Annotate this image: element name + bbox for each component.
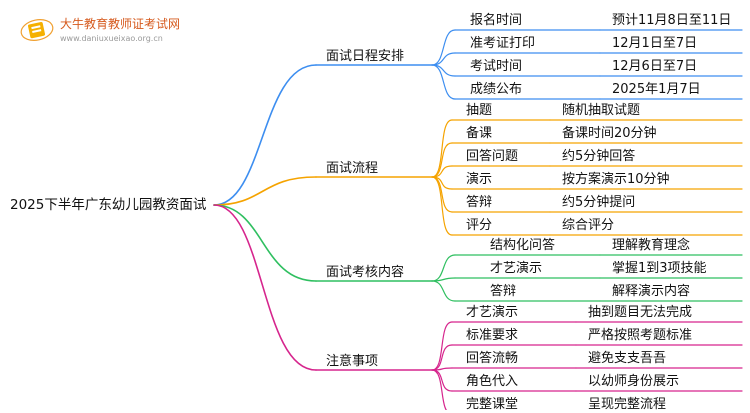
notes-item-label: 回答流畅 bbox=[466, 351, 519, 366]
connector-content-item bbox=[431, 254, 456, 282]
watermark-url: www.daniuxueixao.org.cn bbox=[60, 34, 163, 43]
connector-content-item bbox=[431, 280, 456, 302]
branch-content: 面试考核内容 bbox=[326, 265, 405, 280]
notes-item-value: 呈现完整流程 bbox=[588, 397, 667, 412]
content-item-value: 解释演示内容 bbox=[612, 284, 691, 299]
connector-process-item bbox=[431, 119, 453, 178]
content-item-label: 才艺演示 bbox=[490, 261, 543, 276]
connector-content-item bbox=[431, 277, 456, 282]
book-logo-icon bbox=[20, 19, 54, 41]
root-topic: 2025下半年广东幼儿园教资面试 bbox=[10, 197, 207, 213]
notes-item-label: 完整课堂 bbox=[466, 397, 519, 412]
process-item-value: 综合评分 bbox=[562, 218, 615, 233]
connector-schedule-item bbox=[431, 29, 456, 66]
connector-process-item bbox=[431, 176, 453, 236]
schedule-item-label: 报名时间 bbox=[470, 13, 523, 28]
content-item-value: 掌握1到3项技能 bbox=[612, 261, 707, 276]
schedule-item-value: 12月6日至7日 bbox=[612, 59, 698, 74]
connector-notes bbox=[213, 204, 317, 371]
content-item-label: 结构化问答 bbox=[490, 238, 556, 253]
notes-item-value: 以幼师身份展示 bbox=[588, 374, 680, 389]
content-item-label: 答辩 bbox=[490, 284, 517, 299]
process-item-label: 评分 bbox=[466, 218, 493, 233]
content-item-value: 理解教育理念 bbox=[612, 238, 691, 253]
schedule-item-label: 准考证打印 bbox=[470, 36, 536, 51]
schedule-item-label: 成绩公布 bbox=[470, 82, 523, 97]
process-item-label: 抽题 bbox=[466, 103, 493, 118]
branch-schedule: 面试日程安排 bbox=[326, 49, 405, 64]
process-item-value: 约5分钟提问 bbox=[562, 195, 636, 210]
process-item-label: 备课 bbox=[466, 126, 493, 141]
connector-schedule-item bbox=[431, 64, 456, 77]
process-item-value: 备课时间20分钟 bbox=[562, 126, 657, 141]
process-item-value: 按方案演示10分钟 bbox=[562, 172, 670, 187]
connector-schedule bbox=[213, 64, 317, 206]
connector-schedule-item bbox=[431, 64, 456, 100]
connector-process bbox=[213, 176, 317, 206]
connector-notes-item bbox=[431, 369, 448, 410]
schedule-item-label: 考试时间 bbox=[470, 59, 523, 74]
schedule-item-value: 预计11月8日至11日 bbox=[612, 13, 732, 28]
notes-item-label: 才艺演示 bbox=[466, 305, 519, 320]
process-item-label: 演示 bbox=[466, 172, 493, 187]
connector-schedule-item bbox=[431, 52, 456, 66]
branch-process: 面试流程 bbox=[326, 161, 379, 176]
schedule-item-value: 2025年1月7日 bbox=[612, 82, 701, 97]
connector-notes-item bbox=[431, 344, 453, 371]
process-item-value: 约5分钟回答 bbox=[562, 149, 636, 164]
connector-process-item bbox=[431, 142, 453, 178]
notes-item-value: 避免支支吾吾 bbox=[588, 351, 667, 366]
notes-item-value: 抽到题目无法完成 bbox=[588, 305, 693, 320]
branch-notes: 注意事项 bbox=[326, 354, 379, 369]
watermark-title: 大牛教育教师证考试网 bbox=[60, 17, 181, 31]
connector-content bbox=[213, 204, 317, 282]
notes-item-label: 标准要求 bbox=[466, 328, 519, 343]
process-item-label: 回答问题 bbox=[466, 149, 519, 164]
process-item-value: 随机抽取试题 bbox=[562, 103, 641, 118]
watermark-logo: 大牛教育教师证考试网 www.daniuxueixao.org.cn bbox=[14, 10, 214, 48]
notes-item-label: 角色代入 bbox=[466, 374, 519, 389]
connector-notes-item bbox=[431, 321, 453, 371]
notes-item-value: 严格按照考题标准 bbox=[588, 328, 693, 343]
process-item-label: 答辩 bbox=[466, 195, 493, 210]
schedule-item-value: 12月1日至7日 bbox=[612, 36, 698, 51]
